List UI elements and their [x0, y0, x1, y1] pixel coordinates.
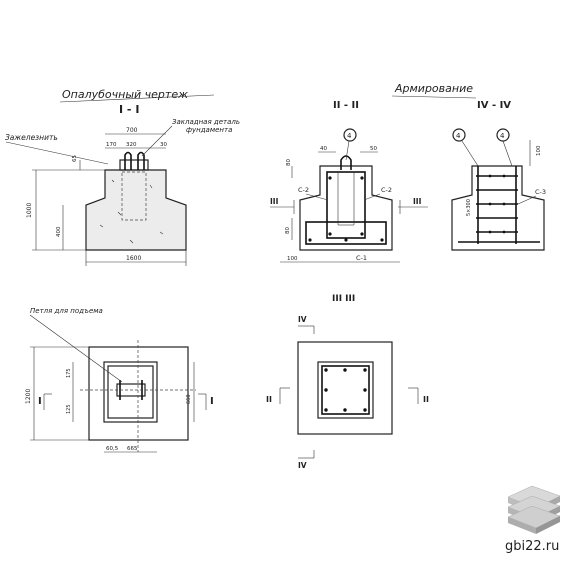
dim-400: 400: [56, 226, 62, 237]
label-zazheleznit: Зажелезнить: [5, 133, 58, 142]
dim-1600: 1600: [126, 255, 141, 262]
dim-170: 170: [106, 142, 117, 148]
label-embedded-2: фундамента: [186, 126, 232, 134]
dim-100-iv: 100: [536, 145, 542, 156]
formwork-title-group: Опалубочный чертеж I - I: [59, 88, 215, 116]
section-iv-elevation: 4 4 100 5×300 С-3: [451, 128, 546, 251]
dim-65: 65: [72, 155, 78, 162]
dim-1000: 1000: [26, 203, 33, 218]
section-i-label: I - I: [119, 103, 139, 116]
label-embedded-1: Закладная деталь: [172, 118, 240, 126]
label-lifting-loop: Петля для подъема: [30, 307, 103, 315]
cut-iv-bottom: IV: [298, 461, 307, 470]
lbl-c1: С-1: [356, 254, 367, 262]
lbl-c3: С-3: [535, 188, 546, 196]
dim-100-ii: 100: [287, 256, 298, 262]
mark-4-ii: 4: [347, 132, 352, 140]
cut-i-left: I: [38, 396, 42, 407]
cut-ii-right: II: [423, 395, 429, 404]
section-iv-label: IV - IV: [477, 100, 511, 111]
section-i-elevation: 700 170 320 30 65 1000 400 1600 Зажелезн…: [5, 118, 240, 266]
dim-700: 700: [126, 127, 138, 134]
lbl-c2-right: С-2: [381, 186, 392, 194]
reinforcement-plan-iii: III III IV IV II II: [266, 294, 429, 470]
site-watermark: gbi22.ru: [505, 539, 559, 554]
reinforcement-title-group: Армирование II - II IV - IV: [333, 82, 511, 111]
cut-iii-left: III: [270, 197, 279, 206]
cut-iv-top: IV: [298, 315, 307, 324]
cut-i-right: I: [210, 396, 214, 407]
cut-ii-left: II: [266, 395, 272, 404]
section-ii-elevation: 4 40 50 80 80 100 С-1 С-2 С-2 III III: [270, 128, 428, 263]
section-iii-label: III III: [332, 294, 355, 304]
site-logo-icon: [507, 485, 561, 534]
reinforcement-title: Армирование: [394, 82, 473, 95]
dim-5x300: 5×300: [466, 199, 472, 216]
formwork-plan: Петля для подъема 1200 175 125 660 60,5 …: [25, 307, 214, 453]
mark-4-iv-right: 4: [500, 132, 505, 140]
mark-4-iv-left: 4: [456, 132, 461, 140]
dim-50: 50: [370, 146, 377, 152]
dim-320: 320: [126, 142, 137, 148]
dim-30: 30: [160, 142, 167, 148]
dim-1200: 1200: [25, 389, 32, 404]
dim-125: 125: [66, 404, 72, 414]
dim-80-top: 80: [286, 159, 292, 166]
section-ii-label: II - II: [333, 100, 359, 111]
dim-660: 660: [186, 394, 192, 404]
dim-60-5: 60,5: [106, 446, 119, 452]
dim-80-bottom: 80: [285, 227, 291, 234]
dim-665: 665: [127, 446, 138, 452]
dim-175: 175: [66, 368, 72, 378]
lbl-c2-left: С-2: [298, 186, 309, 194]
dim-40: 40: [320, 146, 327, 152]
cut-iii-right: III: [413, 197, 422, 206]
